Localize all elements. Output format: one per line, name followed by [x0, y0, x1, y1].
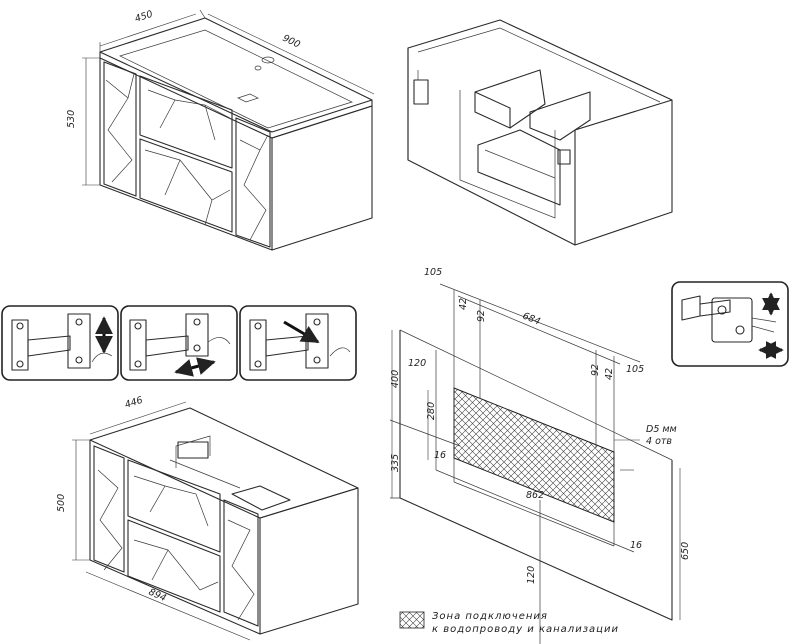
cabinet-lower-view [72, 401, 359, 641]
top-width-label: 900 [281, 33, 302, 51]
hinge-step-2 [120, 305, 238, 381]
legend-line-1: Зона подключения [432, 611, 548, 622]
plan-height-335: 335 [390, 454, 401, 472]
legend-swatch [399, 611, 425, 629]
plan-right-gap-b: 42 [604, 368, 615, 380]
plan-right-16: 16 [630, 540, 642, 551]
plan-height-400: 400 [390, 370, 401, 388]
lower-depth-label: 446 [124, 395, 145, 411]
plan-hole-label-2: 4 отв [646, 436, 672, 447]
plan-right-offset: 105 [626, 364, 644, 375]
hinge-step-1 [1, 305, 119, 381]
hinge-adjust-detail [671, 281, 789, 367]
top-depth-label: 450 [134, 9, 155, 25]
connection-zone [453, 387, 615, 523]
plan-zone-width: 862 [526, 490, 544, 501]
plan-span-top: 684 [521, 311, 542, 328]
plan-height-280: 280 [426, 402, 437, 420]
plan-height-650: 650 [680, 542, 691, 560]
plan-right-gap-a: 92 [590, 364, 601, 376]
plan-hole-gap-a: 42 [458, 298, 469, 310]
connection-plan [389, 283, 681, 644]
hinge-step-3 [239, 305, 357, 381]
plan-left-offset: 105 [424, 267, 442, 278]
legend-line-2: к водопроводу и канализации [432, 624, 619, 635]
top-height-label: 530 [66, 110, 77, 128]
plan-hole-label-1: D5 мм [646, 424, 677, 435]
cabinet-interior-view [407, 19, 673, 246]
plan-bottom-120: 120 [526, 566, 537, 584]
cabinet-front-view [82, 9, 375, 251]
plan-left-top: 120 [408, 358, 426, 369]
plan-hole-gap-b: 92 [476, 310, 487, 322]
plan-left-16: 16 [434, 450, 446, 461]
lower-height-label: 500 [56, 494, 67, 512]
